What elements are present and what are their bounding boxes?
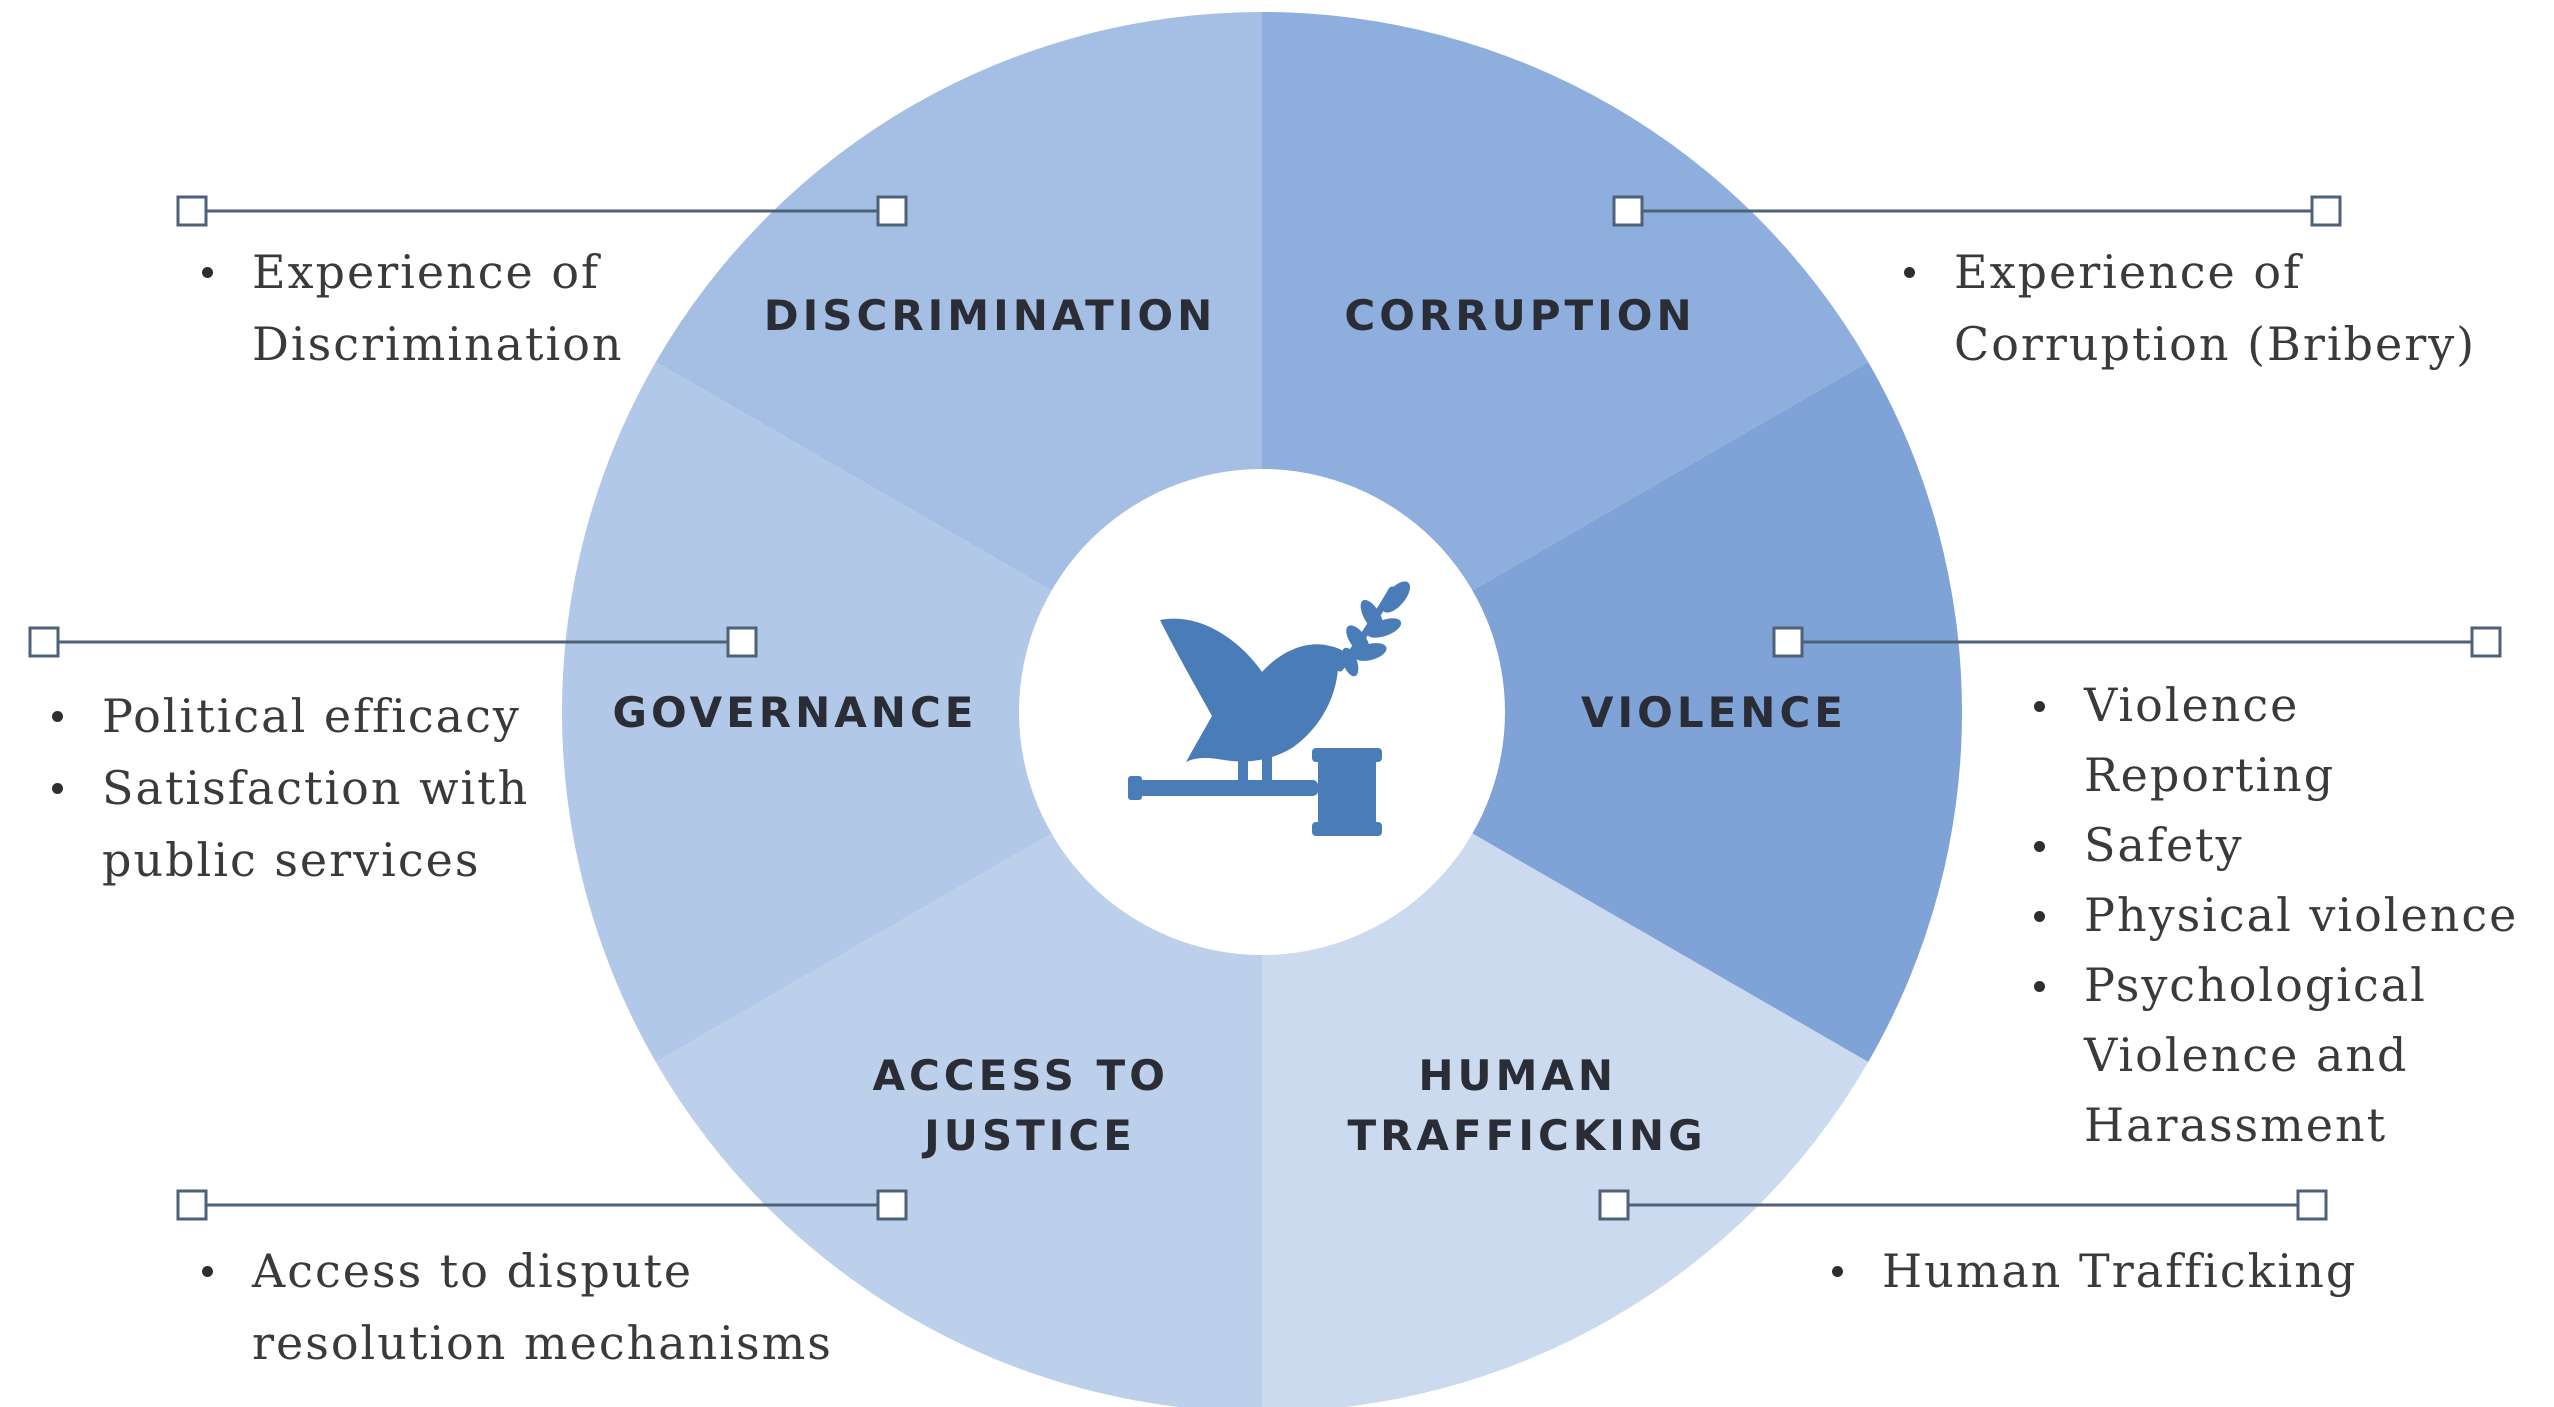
segment-label-corruption: CORRUPTION xyxy=(1344,291,1695,340)
list-item: Experience of Discrimination xyxy=(190,236,710,380)
segment-label-discrimination: DISCRIMINATION xyxy=(764,291,1216,340)
connector-human-trafficking xyxy=(1598,1189,2328,1221)
segment-label-violence: VIOLENCE xyxy=(1581,688,1847,737)
segment-labels: DISCRIMINATION CORRUPTION VIOLENCE HUMAN… xyxy=(613,291,1847,1160)
connector-governance xyxy=(28,626,758,658)
indicator-list-governance: Political efficacy Satisfaction with pub… xyxy=(40,680,540,896)
dove-with-olive-branch-and-gavel-icon xyxy=(1128,581,1411,836)
segment-label-access-to-justice: ACCESS TO JUSTICE xyxy=(872,1051,1187,1160)
list-item: Physical violence xyxy=(2022,880,2554,950)
wheel-segment-violence xyxy=(1262,362,1962,1062)
list-item: Human Trafficking xyxy=(1820,1235,2480,1307)
list-item: Safety xyxy=(2022,810,2554,880)
wheel-segment-governance xyxy=(562,362,1262,1062)
indicator-list-human-trafficking: Human Trafficking xyxy=(1820,1235,2480,1307)
segment-label-governance: GOVERNANCE xyxy=(613,688,978,737)
list-item: Experience of Corruption (Bribery) xyxy=(1892,236,2512,380)
list-item: Political efficacy xyxy=(40,680,540,752)
list-item: Satisfaction with public services xyxy=(40,752,540,896)
connector-discrimination xyxy=(176,195,908,227)
connector-violence xyxy=(1772,626,2502,658)
list-item: Psychological Violence and Harassment xyxy=(2022,950,2464,1160)
indicator-list-access-to-justice: Access to dispute resolution mechanisms xyxy=(190,1235,890,1379)
indicator-list-corruption: Experience of Corruption (Bribery) xyxy=(1892,236,2512,380)
list-item: Access to dispute resolution mechanisms xyxy=(190,1235,890,1379)
connector-corruption xyxy=(1612,195,2342,227)
indicator-list-discrimination: Experience of Discrimination xyxy=(190,236,710,380)
list-item: Violence Reporting xyxy=(2022,670,2554,810)
indicator-list-violence: Violence Reporting Safety Physical viole… xyxy=(2022,670,2554,1160)
segment-label-human-trafficking: HUMAN TRAFFICKING xyxy=(1347,1051,1706,1160)
connector-access-to-justice xyxy=(176,1189,908,1221)
